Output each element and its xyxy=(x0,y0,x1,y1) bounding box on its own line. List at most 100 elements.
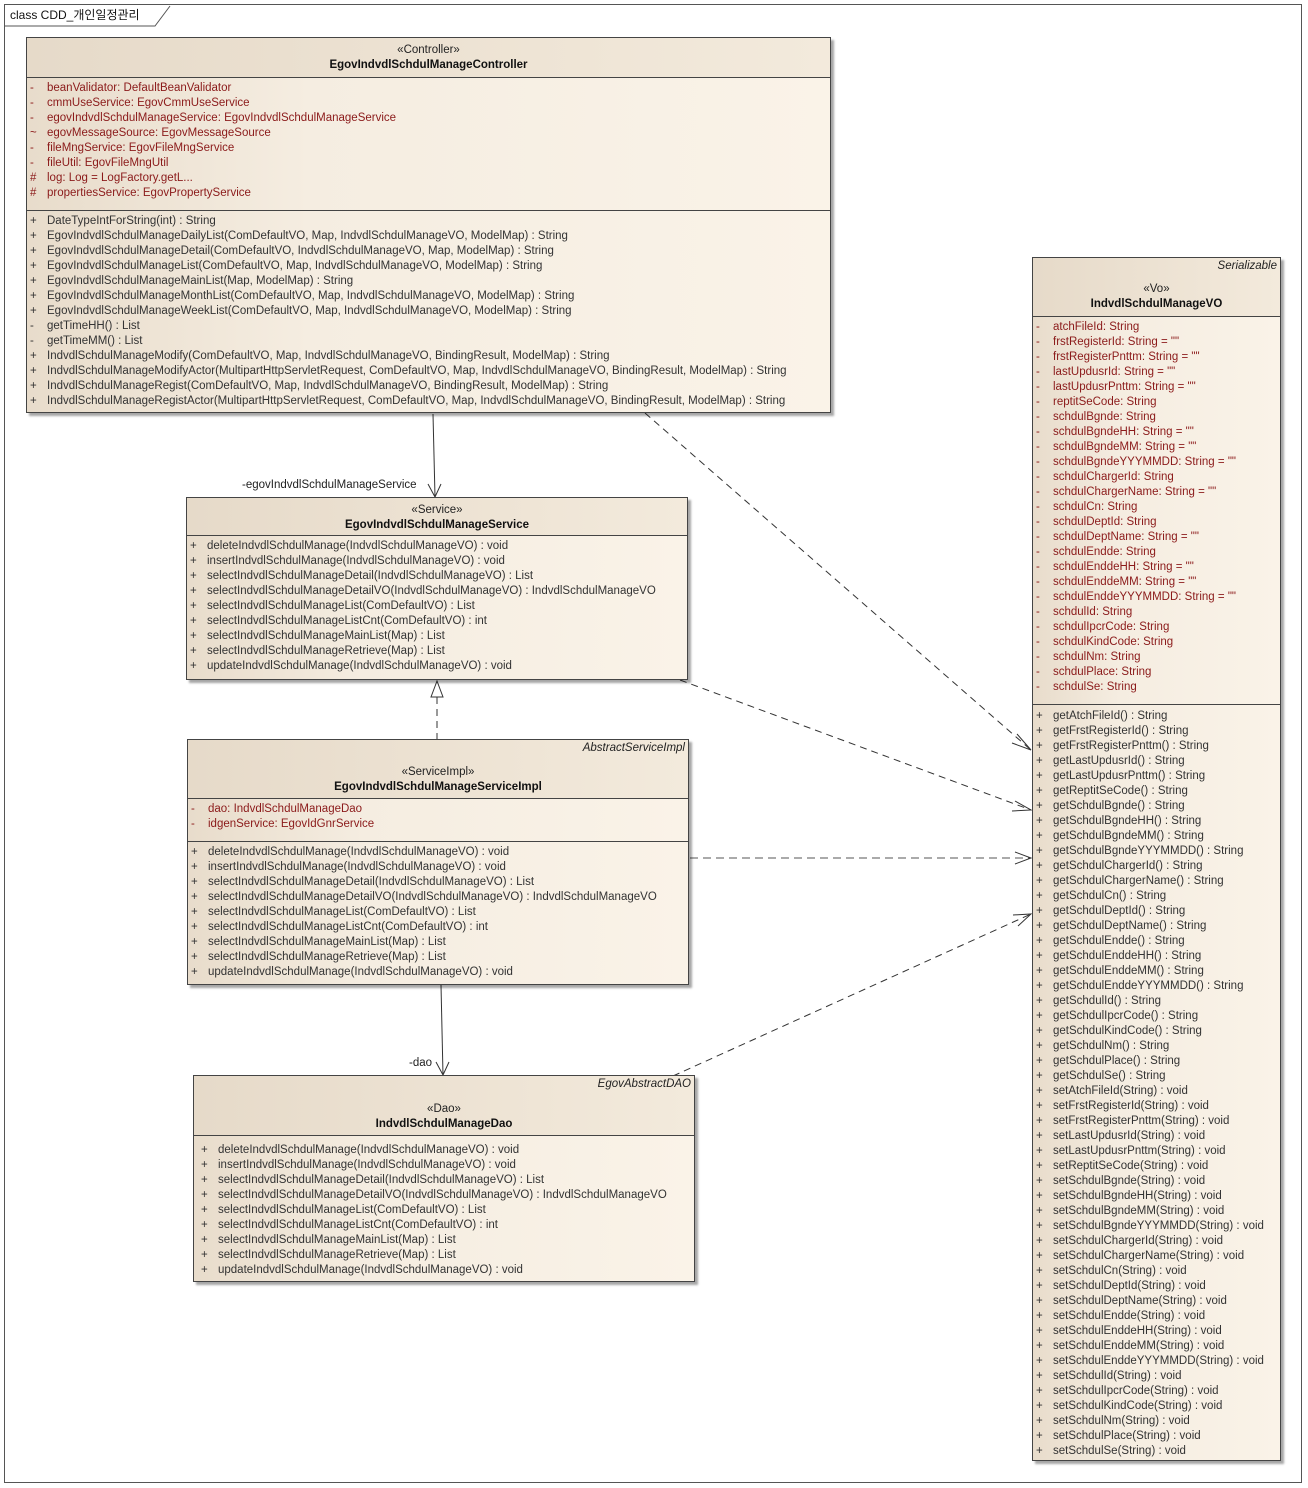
attribute-row[interactable]: -schdulBgndeMM: String = "" xyxy=(1033,440,1280,455)
operation-row[interactable]: +getSchdulPlace() : String xyxy=(1033,1054,1280,1069)
operation-row[interactable]: +getSchdulEnddeYYYMMDD() : String xyxy=(1033,979,1280,994)
operation-row[interactable]: +getSchdulEnddeHH() : String xyxy=(1033,949,1280,964)
operation-row[interactable]: +setSchdulDeptId(String) : void xyxy=(1033,1279,1280,1294)
operation-row[interactable]: +selectIndvdlSchdulManageList(ComDefault… xyxy=(187,599,687,614)
operation-row[interactable]: +setSchdulCn(String) : void xyxy=(1033,1264,1280,1279)
operation-row[interactable]: +updateIndvdlSchdulManage(IndvdlSchdulMa… xyxy=(198,1263,694,1278)
operation-row[interactable]: +getSchdulKindCode() : String xyxy=(1033,1024,1280,1039)
operation-row[interactable]: +getFrstRegisterPnttm() : String xyxy=(1033,739,1280,754)
operation-row[interactable]: -getTimeMM() : List xyxy=(27,334,830,349)
operation-row[interactable]: +EgovIndvdlSchdulManageDetail(ComDefault… xyxy=(27,244,830,259)
operation-row[interactable]: +selectIndvdlSchdulManageDetailVO(Indvdl… xyxy=(187,584,687,599)
attribute-row[interactable]: -schdulBgndeHH: String = "" xyxy=(1033,425,1280,440)
attribute-row[interactable]: -cmmUseService: EgovCmmUseService xyxy=(27,96,830,111)
operation-row[interactable]: +EgovIndvdlSchdulManageWeekList(ComDefau… xyxy=(27,304,830,319)
operation-row[interactable]: +setSchdulEnddeYYYMMDD(String) : void xyxy=(1033,1354,1280,1369)
operation-row[interactable]: +setSchdulChargerName(String) : void xyxy=(1033,1249,1280,1264)
attribute-row[interactable]: -frstRegisterId: String = "" xyxy=(1033,335,1280,350)
attribute-row[interactable]: -schdulId: String xyxy=(1033,605,1280,620)
operation-row[interactable]: +selectIndvdlSchdulManageRetrieve(Map) :… xyxy=(187,644,687,659)
operation-row[interactable]: +getAtchFileId() : String xyxy=(1033,709,1280,724)
operation-row[interactable]: +selectIndvdlSchdulManageRetrieve(Map) :… xyxy=(188,950,688,965)
attribute-row[interactable]: -schdulEnddeHH: String = "" xyxy=(1033,560,1280,575)
attribute-row[interactable]: -fileMngService: EgovFileMngService xyxy=(27,141,830,156)
operation-row[interactable]: +EgovIndvdlSchdulManageList(ComDefaultVO… xyxy=(27,259,830,274)
operation-row[interactable]: +selectIndvdlSchdulManageList(ComDefault… xyxy=(188,905,688,920)
operation-row[interactable]: +selectIndvdlSchdulManageList(ComDefault… xyxy=(198,1203,694,1218)
operation-row[interactable]: +EgovIndvdlSchdulManageMainList(Map, Mod… xyxy=(27,274,830,289)
operation-row[interactable]: +getSchdulId() : String xyxy=(1033,994,1280,1009)
attribute-row[interactable]: -schdulBgnde: String xyxy=(1033,410,1280,425)
operation-row[interactable]: +deleteIndvdlSchdulManage(IndvdlSchdulMa… xyxy=(198,1143,694,1158)
operation-row[interactable]: +getSchdulEnddeMM() : String xyxy=(1033,964,1280,979)
attribute-row[interactable]: -schdulChargerId: String xyxy=(1033,470,1280,485)
attribute-row[interactable]: #propertiesService: EgovPropertyService xyxy=(27,186,830,201)
operation-row[interactable]: +getSchdulBgnde() : String xyxy=(1033,799,1280,814)
operation-row[interactable]: +setFrstRegisterPnttm(String) : void xyxy=(1033,1114,1280,1129)
operation-row[interactable]: +setSchdulBgndeMM(String) : void xyxy=(1033,1204,1280,1219)
operation-row[interactable]: +setSchdulDeptName(String) : void xyxy=(1033,1294,1280,1309)
attribute-row[interactable]: -schdulEnddeYYYMMDD: String = "" xyxy=(1033,590,1280,605)
operation-row[interactable]: +deleteIndvdlSchdulManage(IndvdlSchdulMa… xyxy=(187,539,687,554)
operation-row[interactable]: +getSchdulChargerId() : String xyxy=(1033,859,1280,874)
operation-row[interactable]: +setFrstRegisterId(String) : void xyxy=(1033,1099,1280,1114)
operation-row[interactable]: +selectIndvdlSchdulManageListCnt(ComDefa… xyxy=(198,1218,694,1233)
operation-row[interactable]: +setLastUpdusrId(String) : void xyxy=(1033,1129,1280,1144)
operation-row[interactable]: +DateTypeIntForString(int) : String xyxy=(27,214,830,229)
attribute-row[interactable]: -schdulIpcrCode: String xyxy=(1033,620,1280,635)
operation-row[interactable]: +getSchdulBgndeMM() : String xyxy=(1033,829,1280,844)
attribute-row[interactable]: -schdulChargerName: String = "" xyxy=(1033,485,1280,500)
operation-row[interactable]: +getSchdulIpcrCode() : String xyxy=(1033,1009,1280,1024)
attribute-row[interactable]: -idgenService: EgovIdGnrService xyxy=(188,817,688,832)
operation-row[interactable]: +deleteIndvdlSchdulManage(IndvdlSchdulMa… xyxy=(188,845,688,860)
attribute-row[interactable]: -schdulNm: String xyxy=(1033,650,1280,665)
operation-row[interactable]: +IndvdlSchdulManageModifyActor(Multipart… xyxy=(27,364,830,379)
operation-row[interactable]: +getSchdulBgndeYYYMMDD() : String xyxy=(1033,844,1280,859)
operation-row[interactable]: +setSchdulSe(String) : void xyxy=(1033,1444,1280,1459)
attribute-row[interactable]: -egovIndvdlSchdulManageService: EgovIndv… xyxy=(27,111,830,126)
class-dao[interactable]: EgovAbstractDAO «Dao» IndvdlSchdulManage… xyxy=(193,1075,695,1282)
attribute-row[interactable]: -dao: IndvdlSchdulManageDao xyxy=(188,802,688,817)
operation-row[interactable]: +selectIndvdlSchdulManageDetail(IndvdlSc… xyxy=(198,1173,694,1188)
operation-row[interactable]: +selectIndvdlSchdulManageMainList(Map) :… xyxy=(188,935,688,950)
attribute-row[interactable]: -schdulPlace: String xyxy=(1033,665,1280,680)
attribute-row[interactable]: -beanValidator: DefaultBeanValidator xyxy=(27,81,830,96)
operation-row[interactable]: +selectIndvdlSchdulManageMainList(Map) :… xyxy=(198,1233,694,1248)
class-controller[interactable]: «Controller» EgovIndvdlSchdulManageContr… xyxy=(26,37,831,413)
attribute-row[interactable]: -atchFileId: String xyxy=(1033,320,1280,335)
attribute-row[interactable]: -frstRegisterPnttm: String = "" xyxy=(1033,350,1280,365)
attribute-row[interactable]: -reptitSeCode: String xyxy=(1033,395,1280,410)
operation-row[interactable]: +selectIndvdlSchdulManageRetrieve(Map) :… xyxy=(198,1248,694,1263)
operation-row[interactable]: +setSchdulBgnde(String) : void xyxy=(1033,1174,1280,1189)
operation-row[interactable]: +getLastUpdusrId() : String xyxy=(1033,754,1280,769)
operation-row[interactable]: +getFrstRegisterId() : String xyxy=(1033,724,1280,739)
attribute-row[interactable]: -lastUpdusrPnttm: String = "" xyxy=(1033,380,1280,395)
operation-row[interactable]: +getReptitSeCode() : String xyxy=(1033,784,1280,799)
attribute-row[interactable]: -schdulEnddeMM: String = "" xyxy=(1033,575,1280,590)
operation-row[interactable]: +getSchdulDeptId() : String xyxy=(1033,904,1280,919)
operation-row[interactable]: +setSchdulPlace(String) : void xyxy=(1033,1429,1280,1444)
attribute-row[interactable]: -schdulDeptName: String = "" xyxy=(1033,530,1280,545)
attribute-row[interactable]: -schdulDeptId: String xyxy=(1033,515,1280,530)
operation-row[interactable]: +setSchdulEnddeMM(String) : void xyxy=(1033,1339,1280,1354)
class-vo[interactable]: Serializable «Vo» IndvdlSchdulManageVO -… xyxy=(1032,257,1281,1461)
operation-row[interactable]: +setSchdulNm(String) : void xyxy=(1033,1414,1280,1429)
attribute-row[interactable]: -schdulCn: String xyxy=(1033,500,1280,515)
operation-row[interactable]: +getSchdulEndde() : String xyxy=(1033,934,1280,949)
attribute-row[interactable]: ~egovMessageSource: EgovMessageSource xyxy=(27,126,830,141)
operation-row[interactable]: +getSchdulCn() : String xyxy=(1033,889,1280,904)
operation-row[interactable]: +IndvdlSchdulManageModify(ComDefaultVO, … xyxy=(27,349,830,364)
attribute-row[interactable]: -schdulSe: String xyxy=(1033,680,1280,695)
operation-row[interactable]: +selectIndvdlSchdulManageListCnt(ComDefa… xyxy=(187,614,687,629)
operation-row[interactable]: +insertIndvdlSchdulManage(IndvdlSchdulMa… xyxy=(187,554,687,569)
operation-row[interactable]: +setSchdulId(String) : void xyxy=(1033,1369,1280,1384)
operation-row[interactable]: +updateIndvdlSchdulManage(IndvdlSchdulMa… xyxy=(188,965,688,980)
operation-row[interactable]: +EgovIndvdlSchdulManageMonthList(ComDefa… xyxy=(27,289,830,304)
operation-row[interactable]: +getSchdulSe() : String xyxy=(1033,1069,1280,1084)
operation-row[interactable]: +getSchdulBgndeHH() : String xyxy=(1033,814,1280,829)
operation-row[interactable]: +setSchdulBgndeYYYMMDD(String) : void xyxy=(1033,1219,1280,1234)
operation-row[interactable]: +EgovIndvdlSchdulManageDailyList(ComDefa… xyxy=(27,229,830,244)
operation-row[interactable]: -getTimeHH() : List xyxy=(27,319,830,334)
operation-row[interactable]: +setAtchFileId(String) : void xyxy=(1033,1084,1280,1099)
operation-row[interactable]: +setSchdulEnddeHH(String) : void xyxy=(1033,1324,1280,1339)
